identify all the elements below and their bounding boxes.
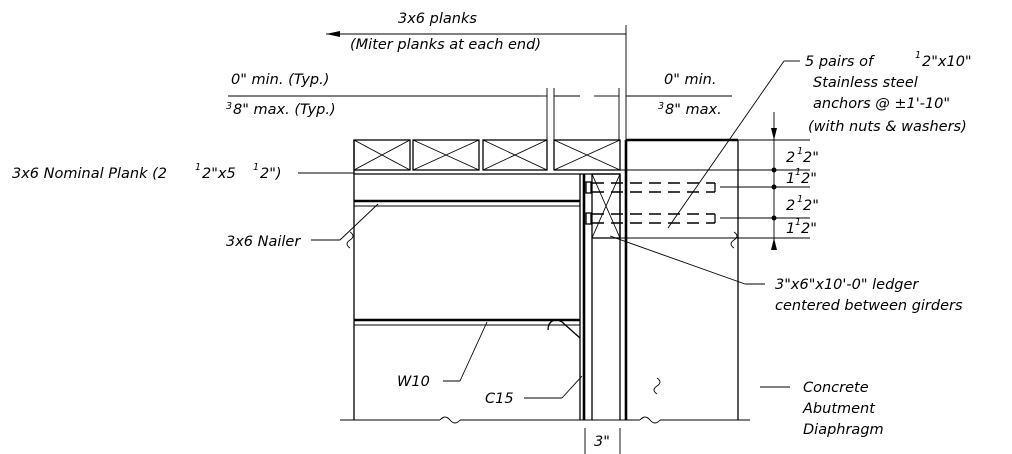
- svg-text:2"): 2"): [260, 166, 282, 182]
- svg-text:2"x10": 2"x10": [922, 54, 972, 70]
- svg-text:1: 1: [797, 146, 803, 157]
- c15-label: C15: [485, 391, 514, 407]
- ledger-line-1: 3"x6"x10'-0" ledger: [775, 277, 919, 293]
- svg-text:1: 1: [786, 171, 795, 187]
- stainless-anchors: [585, 181, 716, 225]
- gap-tolerance-right: 0" min. 3 8" max.: [594, 72, 732, 140]
- svg-text:3: 3: [226, 101, 232, 112]
- w10-callout: W10: [397, 321, 488, 390]
- min-left-label: 0" min. (Typ.): [231, 72, 329, 88]
- anchors-line-2: Stainless steel: [813, 75, 918, 91]
- svg-text:2": 2": [801, 171, 817, 187]
- planks-title: 3x6 planks: [398, 11, 477, 27]
- gap-tolerance-left: 0" min. (Typ.) 3 8" max. (Typ.): [226, 72, 580, 140]
- channel-and-ledger: [547, 173, 621, 420]
- anchors-line-4: (with nuts & washers): [808, 119, 967, 135]
- concrete-line-1: Concrete: [803, 380, 869, 396]
- svg-text:1: 1: [195, 162, 201, 173]
- svg-text:1: 1: [795, 167, 801, 178]
- concrete-line-3: Diaphragm: [803, 422, 884, 438]
- svg-text:1: 1: [915, 50, 921, 61]
- plank-callout: 3x6 Nominal Plank (2 1 2"x5 1 2"): [12, 162, 354, 182]
- svg-text:1: 1: [786, 221, 795, 237]
- anchors-line-1: 5 pairs of: [805, 54, 875, 70]
- bottom-dimension-label: 3": [594, 434, 610, 450]
- svg-text:2": 2": [803, 150, 819, 166]
- deck-planks: [353, 139, 621, 171]
- nailer-label: 3x6 Nailer: [226, 234, 301, 250]
- planks-dimension: 3x6 planks (Miter planks at each end): [326, 11, 627, 140]
- max-left-label: 8" max. (Typ.): [233, 102, 336, 118]
- svg-text:2": 2": [803, 198, 819, 214]
- svg-text:1: 1: [253, 162, 259, 173]
- concrete-callout: Concrete Abutment Diaphragm: [760, 380, 884, 438]
- w10-label: W10: [397, 374, 430, 390]
- concrete-abutment: [624, 138, 739, 420]
- concrete-line-2: Abutment: [802, 401, 876, 417]
- ledger-callout: 3"x6"x10'-0" ledger centered between gir…: [609, 235, 963, 314]
- nailer-callout: 3x6 Nailer: [226, 203, 379, 250]
- bottom-break-line: 3": [340, 231, 750, 454]
- svg-text:2": 2": [801, 221, 817, 237]
- anchors-line-3: anchors @ ±1'-10": [813, 96, 950, 112]
- svg-text:2"x5: 2"x5: [202, 166, 236, 182]
- svg-text:1: 1: [797, 194, 803, 205]
- min-right-label: 0" min.: [664, 72, 716, 88]
- anchors-callout: 5 pairs of 1 2"x10" Stainless steel anch…: [667, 50, 972, 229]
- planks-note: (Miter planks at each end): [350, 37, 541, 53]
- ledger-line-2: centered between girders: [775, 298, 963, 314]
- c15-callout: C15: [485, 375, 583, 407]
- svg-text:2: 2: [786, 198, 795, 214]
- vertical-dimension-chain: 2 1 2" 1 1 2" 2 1 2" 1 1 2": [620, 112, 819, 250]
- svg-text:3: 3: [658, 101, 664, 112]
- svg-text:1: 1: [795, 217, 801, 228]
- max-right-label: 8" max.: [665, 102, 722, 118]
- svg-text:3x6 Nominal Plank (2: 3x6 Nominal Plank (2: [12, 166, 167, 182]
- svg-text:2: 2: [786, 150, 795, 166]
- nailer-and-girder: [353, 140, 620, 420]
